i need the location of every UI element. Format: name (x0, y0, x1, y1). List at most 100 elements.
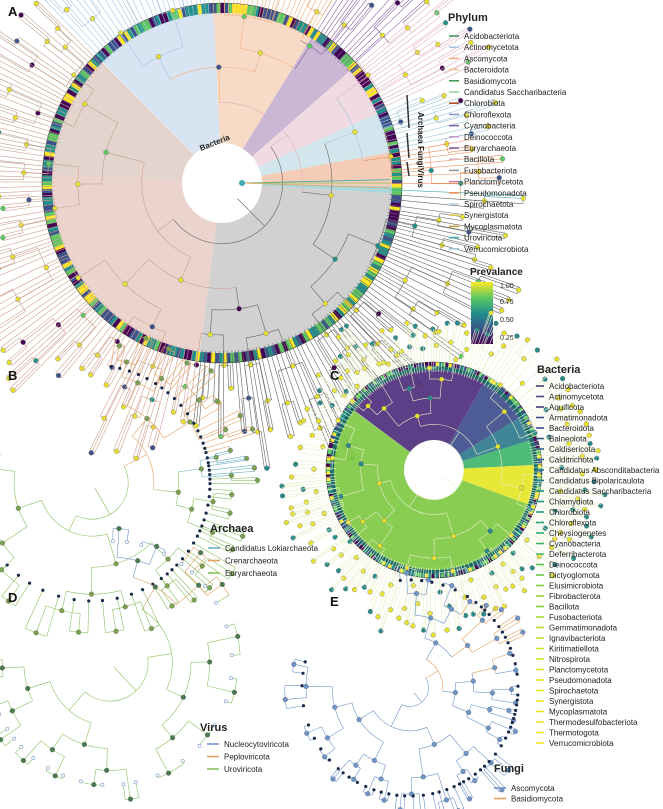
prevalence-cell (440, 573, 444, 578)
tree-branch (79, 326, 96, 346)
tree-branch (569, 443, 591, 448)
tree-branch (486, 411, 505, 427)
prevalence-cell (65, 267, 77, 276)
leaf-node (409, 578, 413, 582)
internal-node (487, 707, 493, 713)
internal-node (542, 376, 548, 382)
internal-node (21, 170, 27, 176)
internal-node (221, 362, 227, 368)
panel-letter-c: C (330, 368, 340, 383)
tree-branch (524, 408, 580, 433)
tree-branch (519, 432, 536, 439)
internal-node (583, 421, 589, 427)
leaf-node (140, 588, 145, 592)
prevalence-cell (365, 86, 376, 95)
internal-node (236, 306, 242, 312)
internal-node (76, 342, 82, 348)
prevalence-cell (46, 222, 58, 229)
tree-branch (541, 553, 556, 565)
leaf-node (510, 721, 514, 725)
tree-branch (443, 585, 453, 606)
tree-branch (379, 97, 460, 127)
tree-branch (394, 795, 398, 809)
prevalence-cell (333, 47, 344, 58)
internal-node (474, 327, 480, 333)
phylum-sector (102, 13, 221, 155)
tree-branch (368, 556, 388, 592)
tree-branch (395, 296, 414, 310)
tree-branch (307, 408, 322, 416)
leaf-node (153, 381, 158, 386)
internal-node (311, 466, 317, 472)
internal-node (352, 129, 358, 135)
prevalence-cell (343, 299, 354, 310)
prevalence-cell (113, 36, 123, 48)
tree-arc (486, 426, 503, 484)
tree-branch (525, 505, 586, 529)
legend-label: Fusobacteriota (464, 166, 517, 175)
tree-branch (336, 526, 354, 539)
prevalence-cell (264, 8, 272, 20)
prevalence-cell (326, 463, 331, 467)
tree-branch (131, 594, 145, 632)
legend-label: Synergistota (464, 211, 509, 220)
leaf-node (179, 562, 184, 567)
tree-branch (8, 356, 33, 379)
prevalence-cell (391, 167, 402, 173)
internal-node (376, 480, 382, 486)
fungi-label: Fungi (416, 146, 425, 168)
internal-node (55, 356, 61, 362)
internal-node (519, 566, 525, 572)
tree-branch (198, 350, 207, 427)
prevalence-cell (326, 471, 331, 475)
prevalence-cell (83, 291, 94, 302)
tree-branch (486, 337, 520, 388)
tree-branch (299, 452, 337, 458)
tree-branch (471, 560, 493, 611)
internal-node (375, 341, 381, 347)
prevalence-cell (354, 70, 365, 80)
internal-node (229, 570, 235, 577)
tree-branch (530, 441, 590, 453)
tree-branch (504, 537, 535, 567)
tree-branch (568, 434, 590, 441)
tree-branch (338, 357, 372, 396)
internal-node (113, 628, 119, 634)
prevalence-cell (188, 5, 195, 16)
leaf-node (420, 579, 424, 583)
legend-label: Pseudomonadota (464, 189, 527, 198)
internal-node (425, 577, 432, 583)
legend-label: Euryarchaeota (464, 144, 517, 153)
prevalence-cell (248, 350, 255, 361)
tree-branch (26, 143, 52, 150)
tree-branch (477, 557, 504, 607)
tree-branch (55, 309, 112, 374)
tree-branch (333, 537, 348, 549)
tree-arc (133, 577, 177, 605)
leaf-node (195, 534, 199, 538)
tree-branch (329, 370, 345, 396)
tree-branch (68, 515, 77, 531)
internal-node (552, 536, 558, 542)
tree-branch (167, 365, 191, 393)
prevalence-cell (47, 225, 59, 233)
phylum-sector (52, 62, 194, 181)
tree-branch (577, 500, 601, 507)
internal-node (33, 358, 39, 364)
internal-node (579, 471, 585, 477)
tree-branch (259, 346, 272, 400)
tree-branch (106, 748, 108, 771)
tree-branch (241, 398, 245, 432)
tree-branch (138, 340, 153, 375)
leaf-node (189, 570, 194, 575)
tree-arc (481, 373, 512, 395)
prevalence-cell (391, 171, 402, 177)
prevalence-cell (171, 346, 179, 357)
leaf-node (403, 794, 407, 798)
prevalence-cell (77, 72, 88, 82)
tree-arc (41, 500, 108, 537)
tree-branch (286, 705, 304, 709)
tree-branch (387, 364, 395, 381)
tree-arc (305, 667, 309, 698)
tree-branch (568, 423, 587, 430)
